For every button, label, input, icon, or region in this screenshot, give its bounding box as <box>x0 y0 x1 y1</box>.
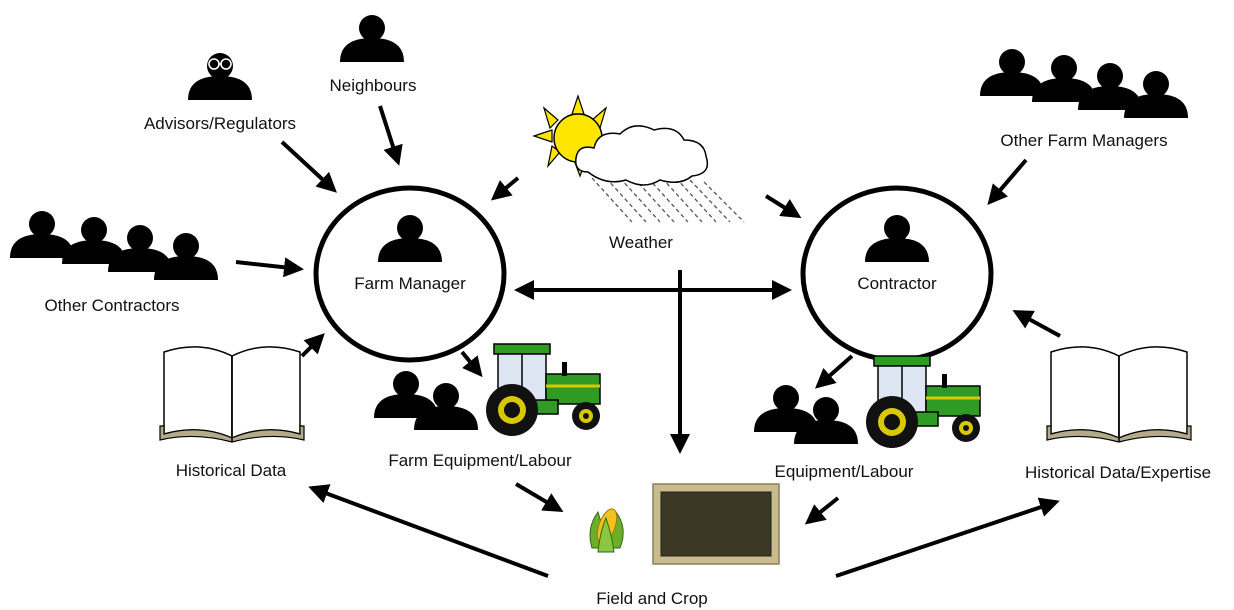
arrow-expertise-to-contractor <box>1012 310 1061 338</box>
weather-icon <box>532 94 745 223</box>
arrow-weather-to-farm-manager <box>490 176 520 201</box>
farm-equipment-labour-label: Farm Equipment/Labour <box>388 451 572 470</box>
arrow-field-to-expertise <box>835 497 1060 578</box>
arrow-advisors-to-farm-manager <box>280 140 337 193</box>
contractor-tractor-icon <box>864 354 982 450</box>
arrow-farm-manager-to-farm-equipment <box>460 350 483 378</box>
arrow-equipment-to-field <box>804 496 840 525</box>
advisor-icon <box>188 53 252 100</box>
contractor-node: Contractor <box>800 185 994 363</box>
arrow-weather-to-contractor <box>764 194 802 219</box>
farm-manager-label: Farm Manager <box>354 274 466 293</box>
other-contractors-label: Other Contractors <box>44 296 179 315</box>
farm-labour-group-icon <box>374 371 478 430</box>
other-contractors-group-icon <box>10 211 218 280</box>
equipment-labour-label: Equipment/Labour <box>775 462 914 481</box>
arrow-contractor-to-equipment <box>815 354 854 389</box>
farm-tractor-icon <box>484 342 602 438</box>
historical-data-expertise-label: Historical Data/Expertise <box>1025 463 1211 482</box>
contractor-labour-group-icon <box>754 385 858 444</box>
field-and-crop-label: Field and Crop <box>596 589 708 608</box>
historical-data-label: Historical Data <box>176 461 287 480</box>
farm-manager-node: Farm Manager <box>313 185 507 363</box>
arrow-field-to-historical-data <box>308 484 549 578</box>
historical-data-book-icon <box>159 346 305 443</box>
corn-icon <box>589 508 624 553</box>
contractor-label: Contractor <box>857 274 937 293</box>
weather-label: Weather <box>609 233 673 252</box>
arrow-other-farm-managers-to-contractor <box>987 158 1028 206</box>
advisors-regulators-label: Advisors/Regulators <box>144 114 296 133</box>
neighbours-icon <box>340 15 404 62</box>
other-farm-managers-label: Other Farm Managers <box>1000 131 1167 150</box>
other-farm-managers-group-icon <box>980 49 1188 118</box>
arrow-farm-equipment-to-field <box>514 482 564 513</box>
field-icon <box>652 483 780 565</box>
arrow-neighbours-to-farm-manager <box>378 105 403 166</box>
historical-data-expertise-book-icon <box>1046 346 1192 443</box>
arrow-other-contractors-to-farm-manager <box>235 257 304 278</box>
arrow-historical-data-to-farm-manager <box>300 333 325 358</box>
neighbours-label: Neighbours <box>330 76 417 95</box>
